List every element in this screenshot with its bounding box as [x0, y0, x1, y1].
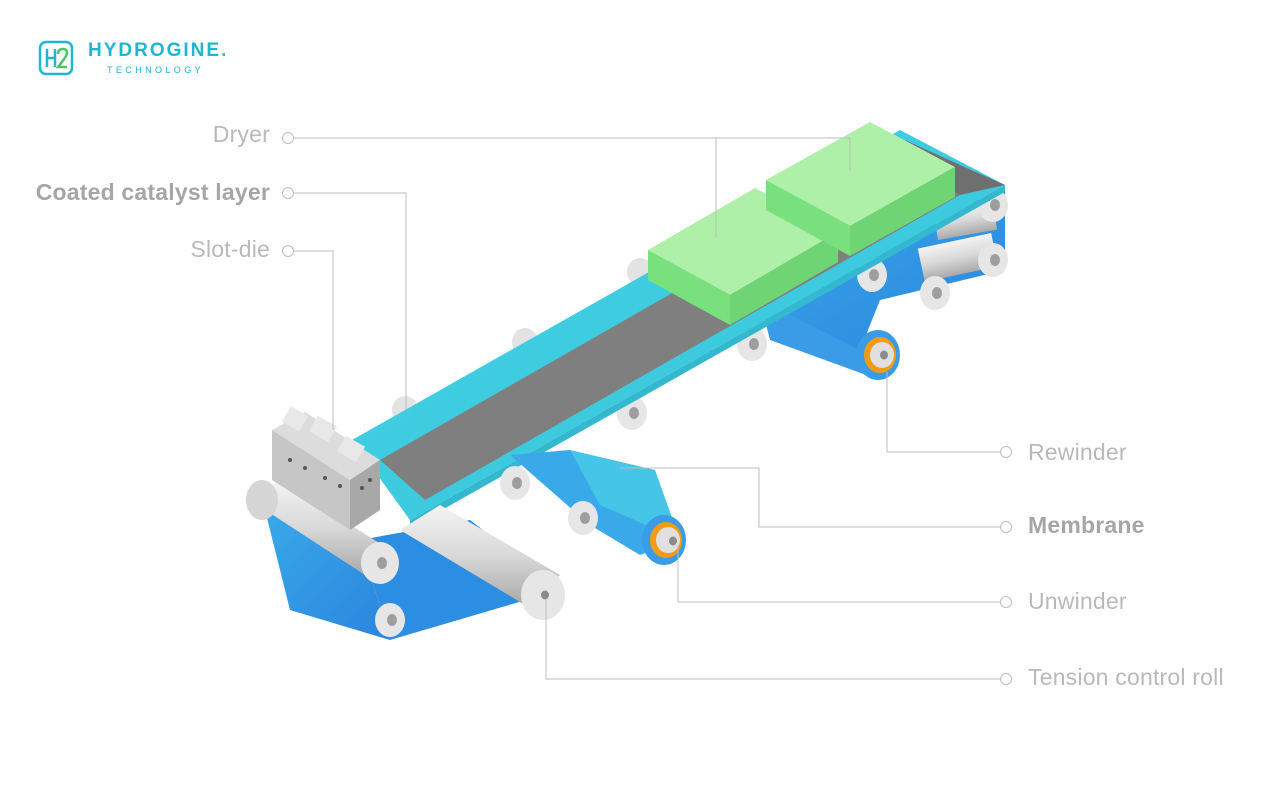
leader-membrane [620, 467, 1012, 533]
label-slot-die: Slot-die [190, 236, 270, 262]
roller [500, 466, 530, 500]
leader-slot-die [282, 245, 334, 430]
label-dryer: Dryer [212, 121, 270, 147]
dryer-boxes [648, 122, 955, 325]
label-membrane: Membrane [1028, 512, 1145, 538]
leader-coated-catalyst-layer [282, 187, 407, 410]
roller [250, 480, 399, 584]
brand-name: HYDROGINE. [88, 40, 229, 61]
leader-unwinder [677, 545, 1012, 608]
rewinder-section [617, 188, 1008, 430]
label-coated-catalyst-layer: Coated catalyst layer [35, 179, 270, 205]
brand-tagline: TECHNOLOGY [107, 65, 205, 75]
leader-dryer [282, 132, 851, 238]
roller [917, 233, 1008, 282]
roller [375, 603, 405, 637]
h2-logo-icon [38, 40, 74, 76]
label-tension-control-roll: Tension control roll [1028, 664, 1224, 690]
tension-control-roll [400, 505, 565, 620]
rewinder-roll [856, 330, 900, 380]
slot-die [272, 406, 380, 530]
unwinder-section [246, 450, 686, 640]
leader-rewinder [886, 372, 1012, 458]
label-rewinder: Rewinder [1028, 439, 1127, 465]
leader-tension-control-roll [545, 600, 1012, 685]
company-logo: HYDROGINE. TECHNOLOGY [38, 38, 238, 78]
unwinder-roll [642, 515, 686, 565]
roller [920, 276, 950, 310]
roller [568, 501, 598, 535]
leader-lines [282, 132, 1012, 685]
label-unwinder: Unwinder [1028, 588, 1127, 614]
